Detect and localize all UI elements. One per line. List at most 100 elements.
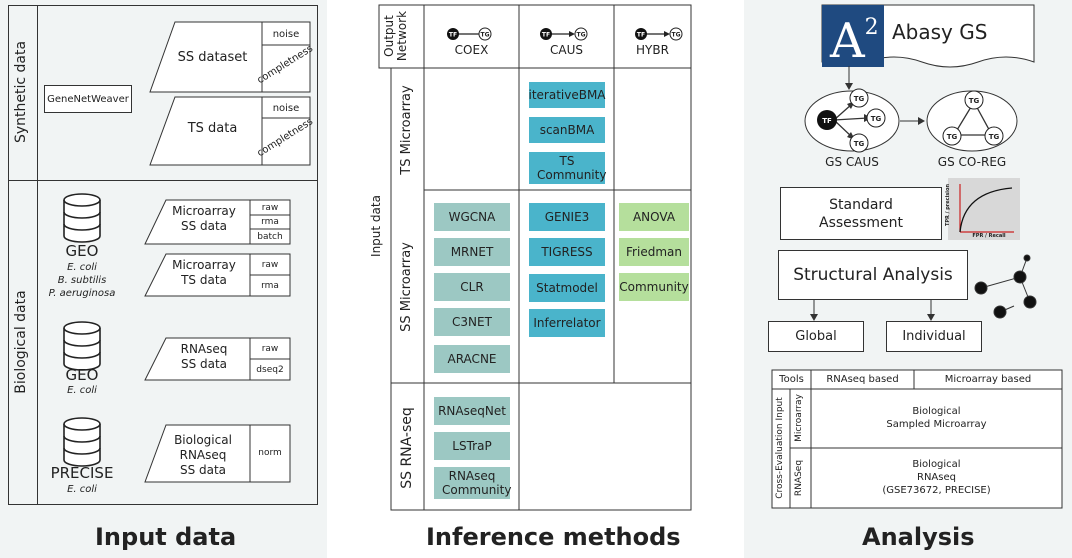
table-row2-line2: RNAseq: [917, 472, 956, 483]
output-network-label: Output Network: [382, 10, 409, 62]
section-divider: [8, 180, 318, 181]
coex-network-icon: TF TG: [447, 27, 492, 41]
svg-text:TG: TG: [947, 133, 958, 141]
method-statmodel: Statmodel: [529, 274, 605, 302]
svg-text:TG: TG: [989, 133, 1000, 141]
method-aracne: ARACNE: [434, 345, 510, 373]
method-rnaseqnet: RNAseqNet: [434, 397, 510, 425]
method-wgcna: WGCNA: [434, 203, 510, 231]
roc-xlabel: FPR / Recall: [972, 233, 1006, 239]
inference-methods-panel: TF TG TF TG TF TG Output Network Input d…: [369, 0, 699, 558]
precise-database-icon: [63, 417, 101, 467]
method-friedman: Friedman: [619, 238, 689, 266]
gs-coreg-label: GS CO-REG: [937, 155, 1007, 169]
analysis-panel: TF TG TG TG TG TG TG: [744, 0, 1072, 558]
abasy-gs-label: Abasy GS: [892, 20, 988, 44]
table-row1-line2: Sampled Microarray: [886, 419, 987, 430]
genenetweaver-box: GeneNetWeaver: [44, 85, 132, 113]
precise-org-ecoli: E. coli: [67, 484, 97, 495]
input-frame: [8, 5, 318, 505]
svg-text:TF: TF: [637, 32, 645, 39]
table-tools-header: Tools: [779, 374, 804, 385]
svg-text:TG: TG: [854, 95, 865, 103]
table-row2-line1: Biological: [912, 459, 961, 470]
ss-dataset-shape: [149, 21, 311, 93]
method-c3net: C3NET: [434, 308, 510, 336]
geo1-name: GEO: [65, 242, 99, 260]
roc-ylabel: TPR / precision: [945, 183, 951, 227]
geo2-org-ecoli: E. coli: [67, 385, 97, 396]
microarray-ts-rma: rma: [261, 280, 279, 291]
microarray-ts-line1: Microarray: [172, 258, 236, 272]
label-column-divider: [37, 5, 38, 505]
input-data-title: Input data: [95, 523, 237, 551]
method-lstrap: LSTraP: [434, 432, 510, 460]
inference-grid: TF TG TF TG TF TG: [378, 4, 692, 511]
svg-text:TF: TF: [542, 32, 550, 39]
geo1-org-ecoli: E. coli: [67, 262, 97, 273]
input-data-panel: Synthetic data Biological data GeneNetWe…: [0, 0, 327, 558]
bio-rnaseq-line2: RNAseq: [179, 448, 227, 462]
microarray-ss-rma: rma: [261, 217, 279, 227]
structural-analysis-box: Structural Analysis: [778, 250, 968, 300]
bio-rnaseq-line3: SS data: [179, 463, 227, 477]
geo1-org-paeruginosa: P. aeruginosa: [48, 288, 116, 299]
method-anova: ANOVA: [619, 203, 689, 231]
method-inferrelator: Inferrelator: [529, 309, 605, 337]
genenetweaver-label: GeneNetWeaver: [47, 93, 129, 105]
col-header-coex: COEX: [454, 43, 489, 57]
microarray-ts-raw: raw: [261, 259, 279, 270]
microarray-ss-line2: SS data: [180, 219, 228, 233]
input-data-label: Input data: [369, 195, 383, 257]
method-rnaseq-community: RNAseq Community: [434, 467, 511, 499]
svg-text:TG: TG: [871, 115, 882, 123]
rnaseq-ss-raw: raw: [261, 343, 279, 354]
microarray-ss-batch: batch: [257, 231, 283, 242]
global-box: Global: [768, 321, 864, 352]
method-mrnet: MRNET: [434, 238, 510, 266]
microarray-ss-raw: raw: [261, 202, 279, 213]
standard-assessment-box: Standard Assessment: [780, 187, 942, 240]
svg-text:TF: TF: [449, 32, 457, 39]
analysis-title: Analysis: [862, 523, 975, 551]
geo2-name: GEO: [65, 366, 99, 384]
gs-caus-label: GS CAUS: [825, 155, 879, 169]
microarray-ss-shape: [144, 199, 291, 245]
microarray-ts-shape: [144, 253, 291, 297]
microarray-ss-line1: Microarray: [172, 204, 236, 218]
row-label-ss-rnaseq: SS RNA-seq: [399, 407, 415, 489]
caus-network-icon: TF TG: [540, 27, 588, 41]
row-label-ss-microarray: SS Microarray: [399, 242, 414, 332]
precise-name: PRECISE: [50, 464, 114, 482]
ts-data-shape: [149, 96, 311, 166]
bio-rnaseq-line1: Biological: [174, 433, 232, 447]
individual-box: Individual: [886, 321, 982, 352]
col-header-caus: CAUS: [550, 43, 583, 57]
svg-text:TG: TG: [854, 140, 865, 148]
ts-data-label: TS data: [187, 120, 238, 136]
cross-eval-table: [771, 369, 1063, 509]
dataset-shapes: [63, 21, 311, 483]
roc-plot-icon: [948, 178, 1020, 240]
gs-caus-ellipse: [804, 90, 900, 152]
bio-rnaseq-norm: norm: [258, 448, 282, 458]
svg-text:TG: TG: [969, 97, 980, 105]
bio-rnaseq-shape: [144, 424, 291, 483]
method-tigress: TIGRESS: [529, 238, 605, 266]
rnaseq-ss-dseq2: dseq2: [256, 364, 284, 375]
method-scanbma: scanBMA: [529, 117, 605, 143]
svg-text:TG: TG: [576, 32, 585, 39]
a2-logo-icon: [822, 5, 884, 67]
ss-dataset-label: SS dataset: [177, 49, 248, 65]
geo1-org-bsubtilis: B. subtilis: [57, 275, 107, 286]
inference-methods-title: Inference methods: [426, 523, 681, 551]
method-community: Community: [619, 273, 689, 301]
microarray-ts-line2: TS data: [181, 273, 227, 287]
svg-text:TG: TG: [480, 32, 489, 39]
table-rnaseq-label: RNASeq: [794, 459, 804, 497]
row-label-ts-microarray: TS Microarray: [399, 85, 414, 175]
table-cross-eval-label: Cross-Evaluation Input: [775, 397, 785, 499]
method-genie3: GENIE3: [529, 203, 605, 231]
analysis-graphics: TF TG TG TG TG TG TG: [771, 4, 1063, 509]
method-clr: CLR: [434, 273, 510, 301]
